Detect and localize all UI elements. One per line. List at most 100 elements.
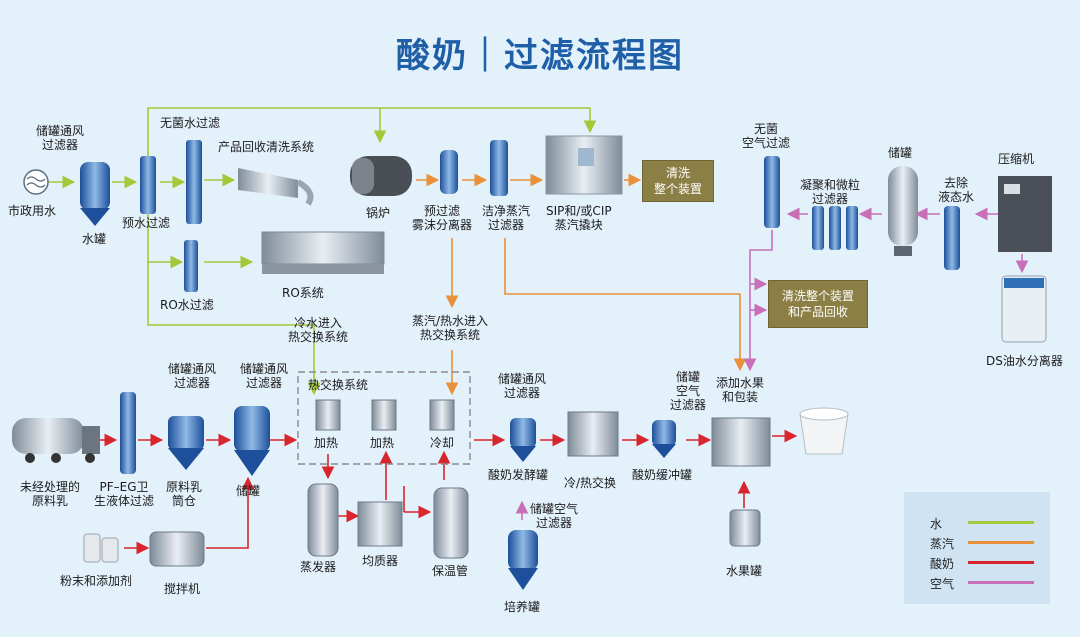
sterile-air-filter-icon — [764, 156, 780, 228]
label-heat-exchange-system: 热交换系统 — [308, 378, 369, 392]
label-raw-milk: 未经处理的原料乳 — [20, 480, 81, 508]
municipal-water-icon — [23, 169, 49, 195]
pf-eg-filter-icon — [120, 392, 136, 474]
water-lines — [48, 107, 597, 396]
sip-cip-skid-icon — [545, 135, 623, 195]
label-culture-air-filter: 储罐空气过滤器 — [530, 502, 579, 530]
label-prefilter-water: 预水过滤 — [122, 216, 171, 230]
filling-machine-icon — [711, 417, 771, 467]
prefilter-mist-icon — [440, 150, 458, 194]
ro-filter-icon — [184, 240, 198, 292]
label-sterile-water-filter: 无菌水过滤 — [160, 116, 221, 130]
mixer-icon — [149, 531, 205, 567]
label-air-storage-tank: 储罐 — [888, 146, 913, 160]
label-sterile-air-filter: 无菌空气过滤 — [742, 122, 791, 150]
legend-swatch — [968, 541, 1034, 544]
legend-label: 酸奶 — [930, 557, 955, 571]
label-cold-hot-exchange: 冷/热交换 — [564, 476, 617, 490]
label-cold-water-in: 冷水进入热交换系统 — [288, 316, 349, 344]
culture-tank-icon — [508, 530, 538, 590]
prefilter-water-icon — [140, 156, 156, 214]
label-ferment-tank: 酸奶发酵罐 — [488, 468, 549, 482]
label-tank-vent-filter: 储罐通风过滤器 — [36, 124, 85, 152]
product-recovery-icon — [238, 168, 314, 206]
label-municipal-water: 市政用水 — [8, 204, 57, 218]
homogenizer-icon — [357, 501, 403, 547]
box-clean-recover: 清洗整个装置和产品回收 — [768, 280, 868, 328]
ds-separator-icon — [1001, 275, 1047, 343]
legend-swatch — [968, 581, 1034, 584]
legend-label: 空气 — [930, 577, 955, 591]
legend: 水 蒸汽 酸奶 空气 — [904, 492, 1050, 604]
yogurt-cup-icon — [799, 407, 849, 455]
raw-milk-truck-icon — [12, 418, 100, 463]
label-ro-filter: RO水过滤 — [160, 298, 214, 312]
heating1-icon — [315, 399, 341, 431]
legend-item: 酸奶 — [904, 552, 1050, 572]
label-clean-steam-filter: 洁净蒸汽过滤器 — [482, 204, 531, 232]
water-tank-icon — [80, 162, 110, 226]
legend-swatch — [968, 521, 1034, 524]
label-homogenizer: 均质器 — [362, 554, 399, 568]
label-pf-eg: PF–EG卫生液体过滤 — [94, 480, 155, 508]
label-cooling: 冷却 — [430, 436, 455, 450]
label-prefilter-mist: 预过滤雾沫分离器 — [412, 204, 473, 232]
ferment-tank-icon — [510, 418, 536, 462]
label-remove-liquid: 去除液态水 — [938, 176, 975, 204]
label-heating-1: 加热 — [314, 436, 339, 450]
label-compressor: 压缩机 — [998, 152, 1035, 166]
boiler-icon — [350, 156, 412, 196]
label-holding-tube: 保温管 — [432, 564, 469, 578]
coalescing-filter-icon — [812, 206, 858, 250]
label-buffer-tank: 酸奶缓冲罐 — [632, 468, 693, 482]
label-tank-vent-filter-2: 储罐通风过滤器 — [168, 362, 217, 390]
cold-hot-exchanger-icon — [567, 411, 619, 457]
label-mixer: 搅拌机 — [164, 582, 201, 596]
powder-additive-icon — [83, 533, 119, 563]
clean-steam-filter-icon — [490, 140, 508, 196]
label-ro-system: RO系统 — [282, 286, 324, 300]
label-water-tank: 水罐 — [82, 232, 107, 246]
label-fruit-tank: 水果罐 — [726, 564, 763, 578]
air-storage-tank-icon — [888, 166, 918, 256]
label-steam-hot-in: 蒸汽/热水进入热交换系统 — [412, 314, 489, 342]
label-culture-tank: 培养罐 — [504, 600, 541, 614]
fruit-tank-icon — [729, 509, 761, 547]
air-lines — [515, 207, 1029, 520]
page-title: 酸奶｜过滤流程图 — [396, 36, 684, 76]
steam-lines — [416, 173, 747, 396]
heating2-icon — [371, 399, 397, 431]
label-evaporator: 蒸发器 — [300, 560, 337, 574]
raw-silo-icon — [168, 416, 204, 470]
legend-item: 蒸汽 — [904, 532, 1050, 552]
sterile-water-filter-icon — [186, 140, 202, 224]
remove-liquid-icon — [944, 206, 960, 270]
label-powder-additive: 粉末和添加剂 — [60, 574, 133, 588]
label-boiler: 锅炉 — [366, 206, 391, 220]
buffer-tank-icon — [652, 420, 676, 458]
compressor-icon — [998, 176, 1052, 252]
legend-item: 水 — [904, 512, 1050, 532]
evaporator-icon — [307, 483, 339, 557]
label-product-recovery: 产品回收清洗系统 — [218, 140, 315, 154]
legend-swatch — [968, 561, 1034, 564]
storage-tank-icon — [234, 406, 270, 476]
yogurt-lines — [98, 429, 798, 555]
legend-label: 水 — [930, 517, 943, 531]
label-raw-silo: 原料乳筒仓 — [166, 480, 203, 508]
label-tank-air-filter: 储罐空气过滤器 — [670, 370, 707, 412]
cooling-icon — [429, 399, 455, 431]
label-add-fruit-pack: 添加水果和包装 — [716, 376, 765, 404]
legend-item: 空气 — [904, 572, 1050, 592]
label-ds-separator: DS油水分离器 — [986, 354, 1063, 368]
holding-tube-icon — [433, 487, 469, 559]
legend-label: 蒸汽 — [930, 537, 955, 551]
label-coalescing-filter: 凝聚和微粒过滤器 — [800, 178, 861, 206]
label-tank-vent-filter-3: 储罐通风过滤器 — [240, 362, 289, 390]
label-tank-vent-filter-4: 储罐通风过滤器 — [498, 372, 547, 400]
label-heating-2: 加热 — [370, 436, 395, 450]
label-storage-tank: 储罐 — [236, 484, 261, 498]
